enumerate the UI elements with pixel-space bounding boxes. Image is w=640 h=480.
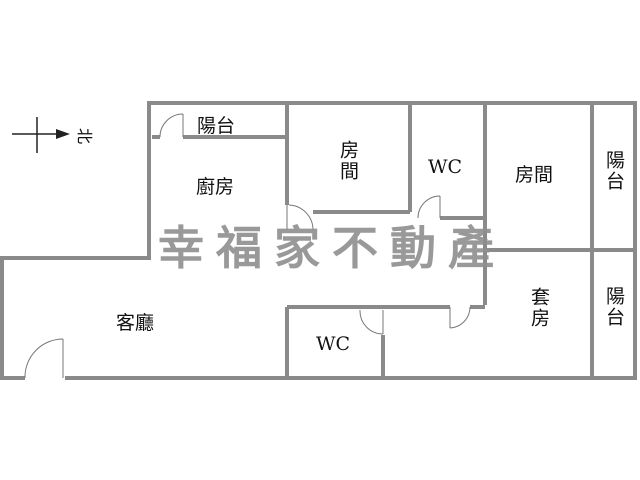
door-room1	[286, 204, 314, 231]
room-label-suite: 套房	[528, 287, 550, 329]
door-wc1	[417, 195, 441, 219]
watermark: 幸福家不動產	[158, 221, 506, 275]
door-wc2	[359, 309, 384, 335]
room-label-living: 客廳	[116, 312, 155, 334]
room-label-balcony-right1: 陽台	[603, 150, 625, 192]
doors	[24, 113, 471, 379]
room-label-wc2: WC	[316, 333, 351, 355]
room-label-room1: 房間	[337, 140, 359, 182]
north-label: 北	[75, 127, 95, 145]
door-suite	[449, 306, 471, 329]
walls	[0, 101, 637, 380]
room-label-balcony-right2: 陽台	[603, 286, 625, 328]
north-arrow-icon	[12, 117, 70, 153]
room-label-wc1: WC	[428, 156, 463, 178]
room-label-room2: 房間	[515, 164, 554, 186]
door-entrance	[24, 338, 64, 379]
door-balcony	[159, 113, 184, 138]
room-label-kitchen: 廚房	[196, 176, 235, 198]
room-label-balcony-top: 陽台	[197, 115, 236, 137]
